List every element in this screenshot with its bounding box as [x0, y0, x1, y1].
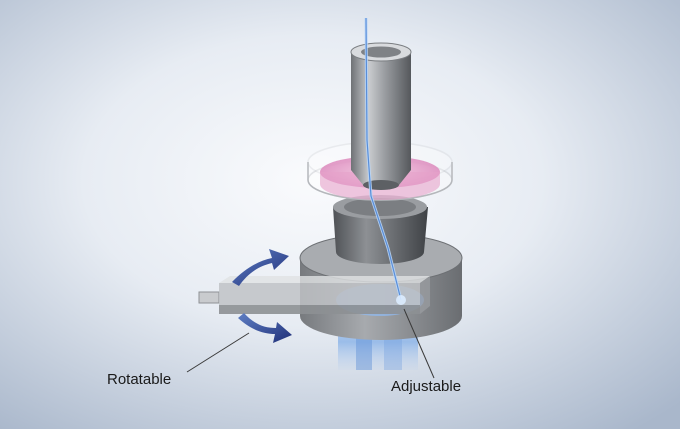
- slider-bar: [198, 276, 430, 314]
- condenser-cone: [333, 195, 428, 264]
- adjustable-label: Adjustable: [391, 378, 462, 395]
- adjustable-leader-line: [403, 308, 435, 379]
- rotate-arrow-down-icon: [238, 313, 292, 343]
- rotatable-leader-line: [186, 332, 250, 373]
- rotatable-label: Rotatable: [107, 371, 172, 388]
- light-beam: [364, 17, 406, 305]
- objective-lens: [350, 42, 412, 190]
- rotate-arrow-up-icon: [232, 249, 289, 286]
